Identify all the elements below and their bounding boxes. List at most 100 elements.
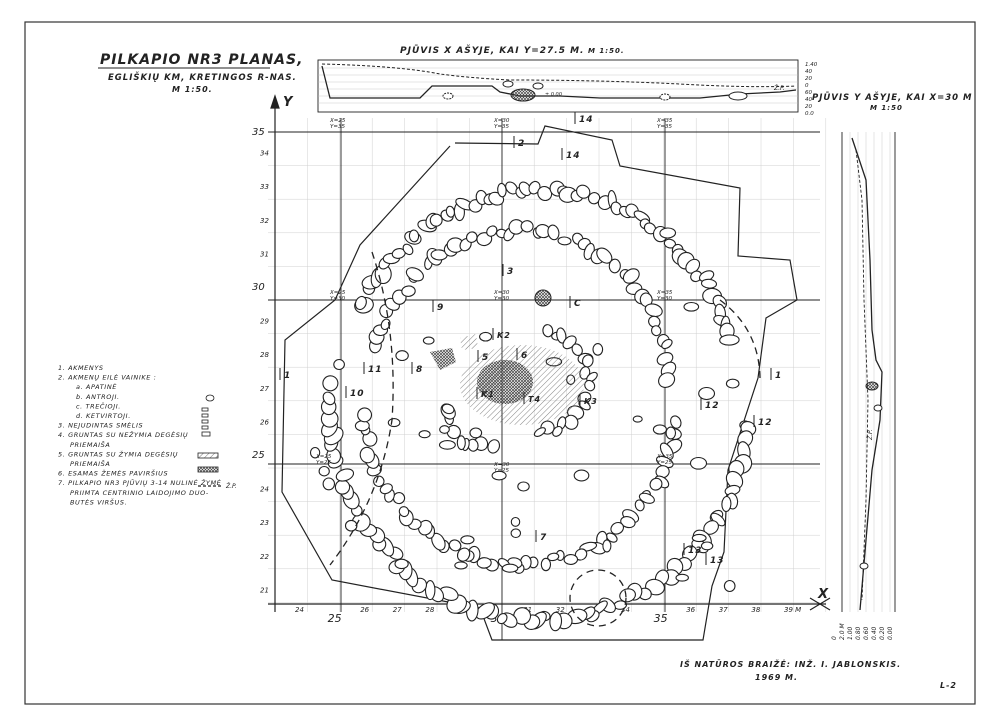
- stone: [634, 499, 645, 512]
- x-tick-label: 27: [393, 606, 402, 614]
- legend-item: c. TREČIOJI.: [76, 401, 121, 410]
- stone: [333, 358, 345, 371]
- section-x-elev-note: ± 0.00: [545, 92, 562, 98]
- stone: [496, 613, 508, 625]
- legend-item: PRIEMAIŠA: [70, 459, 110, 468]
- grid-point-x: X=25: [315, 454, 332, 460]
- section-x-profile: [317, 59, 799, 113]
- y-axis-label: Y: [283, 95, 294, 110]
- elevation-label: 0.80: [855, 626, 862, 640]
- stone: [517, 481, 530, 492]
- stone: [719, 334, 740, 346]
- stone: [460, 535, 475, 545]
- stone: [422, 336, 435, 345]
- stone: [644, 303, 663, 318]
- marker-m1b: 1: [775, 371, 782, 381]
- grid-point-x: X=25: [329, 118, 346, 124]
- stone: [649, 477, 663, 491]
- stone: [638, 492, 655, 504]
- stone: [721, 495, 732, 513]
- marker-m6: 6: [521, 351, 528, 361]
- x-tick-label: 24: [295, 606, 304, 614]
- stone: [408, 229, 420, 243]
- marker-k3: K3: [584, 397, 598, 406]
- stone: [584, 379, 596, 392]
- grid-point-x: X=35: [656, 290, 673, 296]
- stone: [354, 295, 367, 311]
- legend-symbols: [197, 394, 222, 487]
- stone: [659, 227, 677, 239]
- stone-ring: [309, 180, 757, 632]
- stone: [685, 258, 701, 274]
- y-tick-label: 32: [260, 217, 269, 225]
- burial-center: [430, 289, 584, 425]
- grid-point-y: Y=30: [494, 296, 509, 302]
- y-tick-label: 29: [260, 318, 269, 326]
- stone: [725, 378, 740, 389]
- legend-item: BUTĖS VIRŠUS.: [70, 497, 127, 506]
- legend-item: 4. GRUNTAS SU NEŽYMIA DEGĖSIŲ: [58, 430, 188, 439]
- stone: [608, 258, 621, 274]
- y-tick-label: 33: [260, 183, 269, 191]
- stone: [441, 403, 455, 415]
- legend-item: b. ANTROJI.: [76, 393, 120, 401]
- grid-point-y: Y=25: [316, 460, 331, 466]
- stone: [392, 492, 406, 505]
- marker-m13b: 13: [710, 556, 725, 566]
- grid-point-y: Y=25: [657, 460, 672, 466]
- stone: [648, 315, 661, 328]
- elevation-label: 40: [805, 69, 812, 75]
- marker-m1a: 1: [284, 371, 291, 381]
- x-tick-label: 35: [654, 612, 668, 625]
- legend-item: 2. AKMENŲ EILĖ VAINIKE :: [58, 373, 156, 382]
- stone: [456, 435, 466, 451]
- x-tick-label: 25: [328, 612, 342, 625]
- legend-item: 6. ESAMAS ŽEMĖS PAVIRŠIUS: [58, 469, 168, 478]
- marker-m7: 7: [540, 533, 547, 543]
- stone: [418, 430, 431, 439]
- soil-patch: [460, 334, 478, 350]
- stone: [650, 325, 662, 337]
- grid-point-x: X=30: [493, 462, 510, 468]
- stone: [592, 343, 604, 356]
- credit-year: 1969 M.: [755, 673, 798, 682]
- stone: [395, 350, 409, 362]
- section-y-profile: [841, 132, 896, 612]
- section-x-ground-mark: Ž.P.: [773, 84, 785, 92]
- stone: [322, 477, 336, 491]
- x-tick-label: 37: [719, 606, 728, 614]
- grid-point-x: X=25: [329, 290, 346, 296]
- stone: [344, 519, 358, 532]
- marker-m9: 9: [437, 303, 444, 313]
- elevation-label: 0: [831, 636, 838, 640]
- elevation-label: 40: [805, 97, 812, 103]
- stone: [659, 442, 674, 460]
- stone: [439, 425, 450, 434]
- stone: [700, 278, 718, 289]
- marker-m5: 5: [482, 353, 489, 363]
- stone: [469, 427, 483, 439]
- stone: [675, 573, 689, 582]
- marker-m11: 11: [368, 365, 383, 375]
- marker-m12b: 12: [758, 418, 773, 428]
- elevation-label: 0.0: [805, 111, 814, 117]
- section-x-title: PJŪVIS X AŠYJE, KAI Y=27.5 M.: [400, 45, 584, 56]
- stone: [542, 324, 554, 338]
- grid-point-y: Y=35: [657, 124, 672, 130]
- plan-title: PILKAPIO NR3 PLANAS,: [100, 52, 303, 68]
- stone: [698, 386, 716, 401]
- elevation-label: 0.20: [879, 626, 886, 640]
- elevation-label: 0.00: [887, 626, 894, 640]
- stone: [557, 236, 572, 246]
- legend-ground-mark: Ž.P.: [225, 482, 237, 490]
- section-y-title: PJŪVIS Y AŠYJE, KAI X=30 M: [812, 92, 972, 103]
- stone: [373, 475, 385, 488]
- grid-point-y: Y=35: [330, 124, 345, 130]
- section-y-side-mark: Ž.P.: [866, 429, 874, 441]
- stone: [487, 439, 501, 454]
- elevation-label: 1.00: [847, 626, 854, 640]
- stone: [632, 415, 643, 423]
- stone: [573, 469, 590, 482]
